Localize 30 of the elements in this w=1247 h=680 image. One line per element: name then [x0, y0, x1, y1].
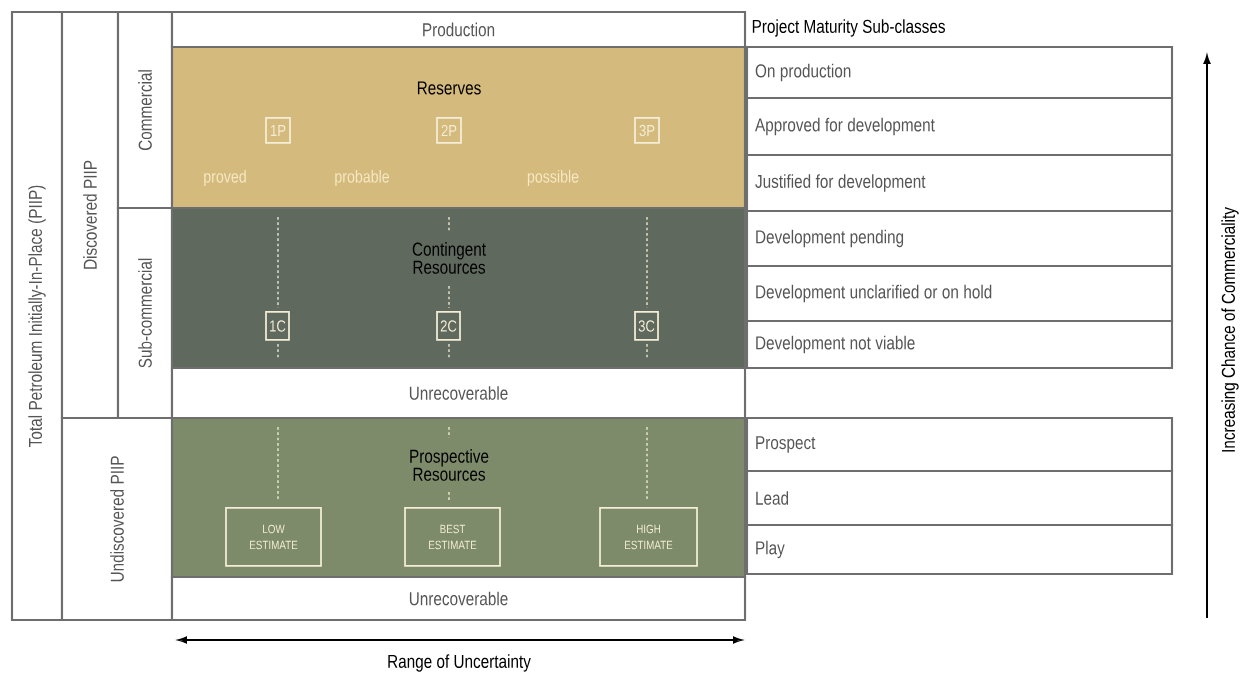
classification-column: Sub-commercial: [116, 206, 174, 420]
classification-column: Total Petroleum Initially-In-Place (PIIP): [10, 10, 64, 622]
category-label: probable: [335, 169, 389, 187]
axis-label: Range of Uncertainty: [388, 654, 531, 672]
axis-label: Increasing Chance of Commerciality: [1221, 207, 1239, 452]
estimate-box: 1C: [265, 311, 290, 341]
section-heading: Project Maturity Sub-classes: [752, 19, 945, 37]
sub-class-row: Prospect: [745, 416, 1174, 473]
estimate-box: BEST ESTIMATE: [404, 507, 501, 567]
sub-class-row: Development pending: [745, 209, 1174, 268]
classification-column: Undiscovered PIIP: [60, 416, 174, 622]
classification-column: Commercial: [116, 10, 174, 210]
estimate-box: 3C: [634, 311, 659, 341]
sub-class-row: Play: [745, 523, 1174, 576]
sub-class-row: Justified for development: [745, 153, 1174, 213]
category-label: possible: [527, 169, 579, 187]
estimate-box: 1P: [265, 117, 291, 144]
estimate-box: LOW ESTIMATE: [225, 507, 322, 567]
sub-class-row: On production: [745, 45, 1174, 100]
sub-class-row: Lead: [745, 469, 1174, 527]
sub-class-row: Development unclarified or on hold: [745, 264, 1174, 323]
category-label: proved: [204, 169, 246, 187]
sub-class-row: Approved for development: [745, 96, 1174, 157]
category-row: Production: [170, 10, 747, 49]
category-row: Unrecoverable: [170, 575, 747, 622]
estimate-box: 3P: [634, 117, 660, 144]
sub-class-row: Development not viable: [745, 319, 1174, 370]
estimate-box: HIGH ESTIMATE: [599, 507, 698, 567]
estimate-box: 2C: [436, 311, 461, 341]
estimate-box: 2P: [436, 117, 462, 144]
